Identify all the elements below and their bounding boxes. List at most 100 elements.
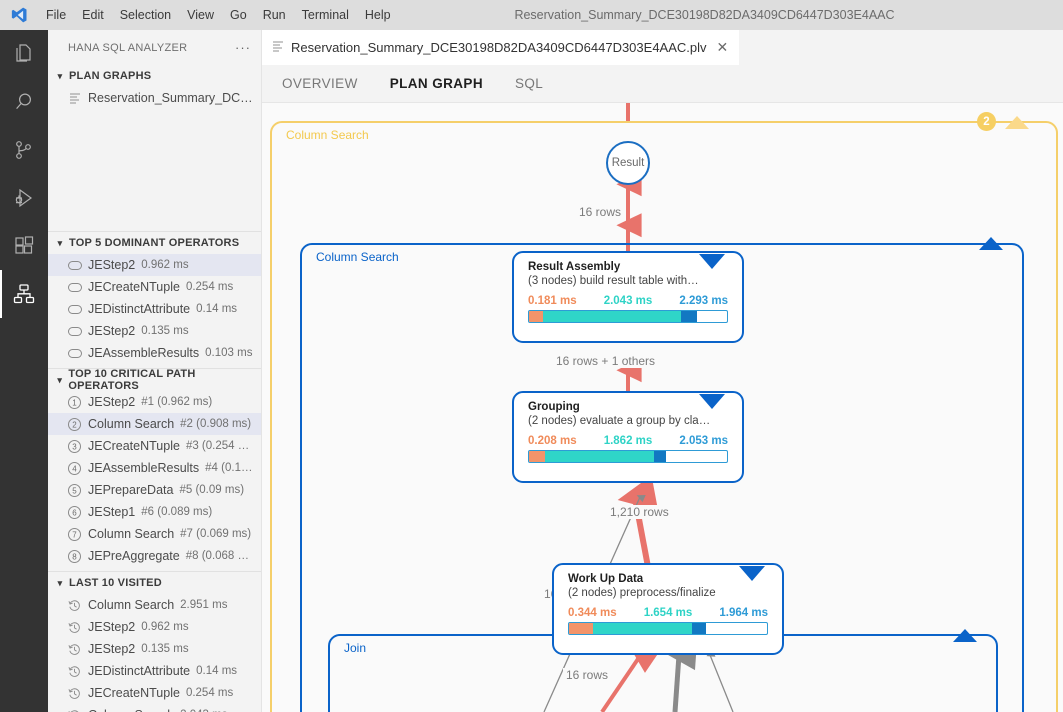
node-progress-bar (568, 622, 768, 635)
section-label-last-10-visited: LAST 10 VISITED (69, 577, 162, 589)
sidebar-more-actions-button[interactable]: ··· (235, 40, 251, 55)
list-item-value: #6 (0.089 ms) (141, 506, 213, 518)
menu-terminal[interactable]: Terminal (301, 8, 349, 22)
progress-segment-mid (544, 451, 654, 462)
list-item[interactable]: JEAssembleResults 0.103 ms (48, 342, 261, 364)
list-item-label: JEAssembleResults (88, 461, 200, 475)
list-item[interactable]: JEStep2 0.962 ms (48, 616, 261, 638)
plan-graph-canvas[interactable]: Column Search 2 Column Search Join Resul… (262, 103, 1063, 712)
menu-run[interactable]: Run (262, 8, 286, 22)
section-body-plan-graphs: Reservation_Summary_DC… (48, 87, 261, 227)
circle-2-icon: 2 (67, 417, 82, 431)
list-item[interactable]: 1 JEStep2 #1 (0.962 ms) (48, 391, 261, 413)
list-item[interactable]: 3 JECreateNTuple #3 (0.254 … (48, 435, 261, 457)
list-item[interactable]: JECreateNTuple 0.254 ms (48, 682, 261, 704)
editor-tab-plan[interactable]: Reservation_Summary_DCE30198D82DA3409CD6… (262, 30, 741, 65)
list-item[interactable]: 8 JEPreAggregate #8 (0.068 … (48, 545, 261, 567)
circle-4-icon: 4 (67, 461, 82, 475)
list-item[interactable]: JEStep2 0.962 ms (48, 254, 261, 276)
close-icon[interactable]: ✕ (716, 39, 729, 55)
chevron-down-icon: ▾ (57, 237, 63, 248)
list-item[interactable]: JEStep2 0.135 ms (48, 320, 261, 342)
editor-tab-bar: Reservation_Summary_DCE30198D82DA3409CD6… (262, 30, 1063, 65)
node-time-start: 0.208 ms (528, 435, 577, 447)
svg-text:5: 5 (72, 486, 77, 495)
menu-bar[interactable]: File Edit Selection View Go Run Terminal… (38, 5, 399, 25)
sidebar: HANA SQL ANALYZER ··· ▾ PLAN GRAPHS Rese… (48, 30, 262, 712)
node-title: Result Assembly (528, 261, 621, 273)
list-item-label: Column Search (88, 417, 175, 431)
activity-item-explorer[interactable] (0, 30, 48, 78)
activity-item-source-control[interactable] (0, 126, 48, 174)
plan-graph-file-item[interactable]: Reservation_Summary_DC… (48, 87, 261, 109)
svg-text:8: 8 (72, 552, 77, 561)
node-collapse-triangle-result-assembly[interactable] (698, 253, 726, 270)
node-times: 0.344 ms 1.654 ms 1.964 ms (554, 599, 782, 619)
group-badge-2[interactable]: 2 (977, 112, 996, 131)
menu-help[interactable]: Help (364, 8, 391, 22)
group-column-search-inner[interactable]: Column Search (300, 243, 1024, 712)
group-collapse-triangle-blue-outer[interactable] (978, 235, 1004, 251)
tab-plan-graph[interactable]: PLAN GRAPH (389, 75, 483, 91)
list-item-label: Column Search (88, 527, 175, 541)
oval-icon (67, 348, 82, 358)
list-item[interactable]: 4 JEAssembleResults #4 (0.1… (48, 457, 261, 479)
list-item[interactable]: 2 Column Search #2 (0.908 ms) (48, 413, 261, 435)
menu-go[interactable]: Go (230, 8, 247, 22)
menu-view[interactable]: View (187, 8, 215, 22)
list-item[interactable]: 6 JEStep1 #6 (0.089 ms) (48, 501, 261, 523)
list-item-label: Column Search (88, 598, 175, 612)
node-time-start: 0.181 ms (528, 295, 577, 307)
list-item[interactable]: 5 JEPrepareData #5 (0.09 ms) (48, 479, 261, 501)
progress-segment-end (681, 311, 698, 322)
node-time-start: 0.344 ms (568, 607, 617, 619)
activity-item-extensions[interactable] (0, 222, 48, 270)
list-item-value: 0.254 ms (185, 281, 234, 293)
section-header-top-5-dominant-operators[interactable]: ▾ TOP 5 DOMINANT OPERATORS (48, 232, 261, 254)
list-item-label: JEPreAggregate (88, 549, 180, 563)
section-header-top-10-critical-path-operators[interactable]: ▾ TOP 10 CRITICAL PATH OPERATORS (48, 368, 261, 392)
plan-file-icon (67, 92, 82, 104)
tab-overview[interactable]: OVERVIEW (282, 75, 358, 91)
list-item[interactable]: JEDistinctAttribute 0.14 ms (48, 660, 261, 682)
activity-item-search[interactable] (0, 78, 48, 126)
chevron-down-icon: ▾ (57, 374, 63, 385)
progress-segment-end (653, 451, 666, 462)
list-item[interactable]: 7 Column Search #7 (0.069 ms) (48, 523, 261, 545)
list-item-label: JEAssembleResults (88, 346, 200, 360)
extensions-icon (12, 234, 36, 258)
group-column-search-outer[interactable]: Column Search (270, 121, 1058, 712)
menu-file[interactable]: File (46, 8, 67, 22)
list-item[interactable]: JEDistinctAttribute 0.14 ms (48, 298, 261, 320)
list-item[interactable]: JECreateNTuple 0.254 ms (48, 276, 261, 298)
plan-view-tabs: OVERVIEW PLAN GRAPH SQL (262, 65, 1063, 103)
list-item-value: 0.14 ms (196, 665, 238, 677)
section-header-last-10-visited[interactable]: ▾ LAST 10 VISITED (48, 572, 261, 594)
group-collapse-triangle-join[interactable] (952, 627, 978, 643)
run-and-debug-icon (12, 186, 36, 210)
node-result[interactable]: Result (606, 141, 650, 185)
list-item[interactable]: Column Search 2.043 ms (48, 704, 261, 712)
menu-edit[interactable]: Edit (82, 8, 104, 22)
list-item-value: #2 (0.908 ms) (180, 418, 252, 430)
group-collapse-triangle-yellow[interactable] (1004, 114, 1030, 130)
list-item-label: JECreateNTuple (88, 280, 180, 294)
section-header-plan-graphs[interactable]: ▾ PLAN GRAPHS (48, 65, 261, 87)
editor-tab-label: Reservation_Summary_DCE30198D82DA3409CD6… (291, 40, 707, 55)
section-body-top-5-dominant-operators: JEStep2 0.962 ms JECreateNTuple 0.254 ms… (48, 254, 261, 364)
node-result-assembly[interactable]: Result Assembly (3 nodes) build result t… (512, 251, 744, 343)
plan-graph-icon (12, 282, 36, 306)
list-item[interactable]: JEStep2 0.135 ms (48, 638, 261, 660)
activity-item-hana-sql-analyzer[interactable] (0, 270, 48, 318)
progress-segment-start (569, 623, 593, 634)
history-icon (67, 599, 82, 612)
menu-selection[interactable]: Selection (119, 8, 172, 22)
chevron-down-icon: ▾ (57, 70, 63, 81)
tab-sql[interactable]: SQL (514, 75, 544, 91)
node-time-end: 2.293 ms (679, 295, 728, 307)
node-collapse-triangle-work-up-data[interactable] (738, 565, 766, 582)
activity-item-run-debug[interactable] (0, 174, 48, 222)
list-item[interactable]: Column Search 2.951 ms (48, 594, 261, 616)
node-collapse-triangle-grouping[interactable] (698, 393, 726, 410)
svg-text:4: 4 (72, 464, 77, 473)
